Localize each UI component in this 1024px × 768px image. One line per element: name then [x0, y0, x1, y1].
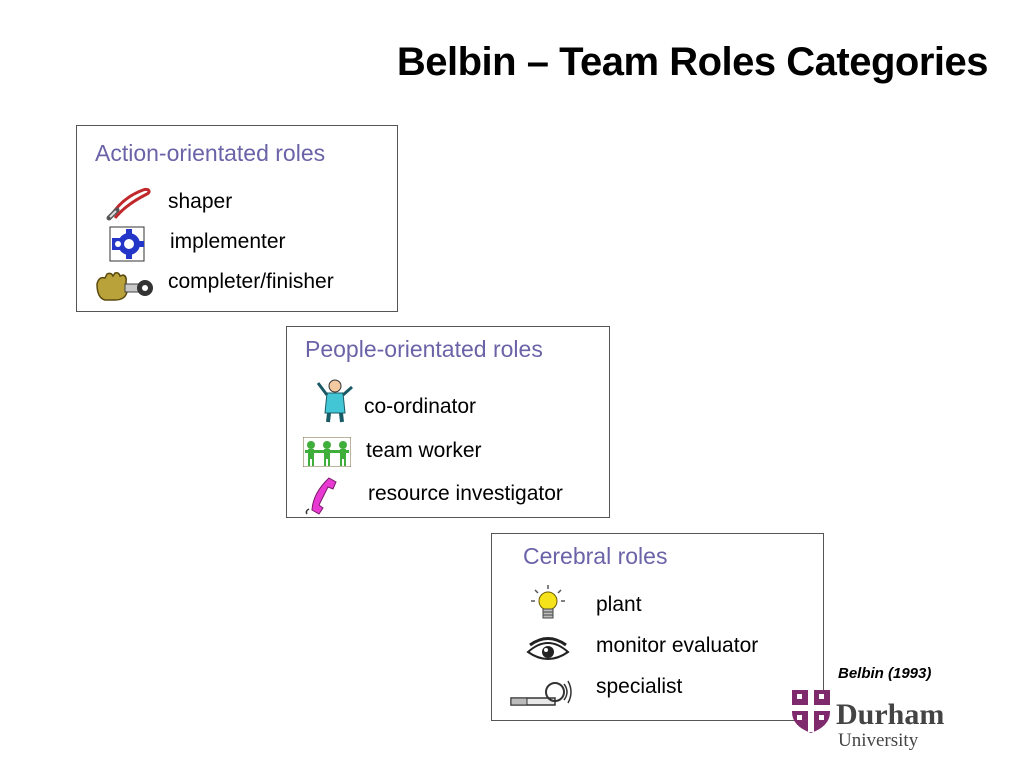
role-co-ordinator: co-ordinator — [364, 395, 477, 418]
role-specialist: specialist — [596, 675, 683, 698]
conductor-icon — [316, 379, 353, 423]
durham-university-logo: Durham University — [790, 686, 970, 752]
people-chain-icon — [303, 437, 351, 467]
spanner-icon — [510, 680, 572, 706]
role-team-worker: team worker — [366, 439, 482, 462]
whip-icon — [106, 188, 151, 221]
role-plant: plant — [596, 593, 642, 616]
people-roles-box: People-orientated roles co-ordinator tea… — [286, 326, 610, 518]
telephone-icon — [305, 477, 337, 515]
role-completer-finisher: completer/finisher — [168, 270, 334, 293]
action-roles-heading: Action-orientated roles — [95, 140, 326, 166]
logo-university: University — [838, 730, 919, 751]
cerebral-roles-box: Cerebral roles plant monitor evaluator s… — [491, 533, 824, 721]
lightbulb-icon — [531, 585, 565, 619]
people-roles-heading: People-orientated roles — [305, 336, 543, 362]
hand-wrench-icon — [96, 272, 153, 301]
gear-icon — [109, 226, 145, 262]
role-implementer: implementer — [170, 230, 286, 253]
role-resource-investigator: resource investigator — [368, 482, 563, 505]
cerebral-roles-heading: Cerebral roles — [523, 543, 668, 569]
citation: Belbin (1993) — [838, 665, 932, 682]
durham-crest-icon — [792, 690, 830, 733]
role-shaper: shaper — [168, 190, 233, 213]
eye-icon — [526, 637, 570, 660]
role-monitor-evaluator: monitor evaluator — [596, 634, 759, 657]
action-roles-box: Action-orientated roles shaper implement… — [76, 125, 398, 312]
slide-title: Belbin – Team Roles Categories — [396, 40, 989, 84]
logo-durham: Durham — [836, 698, 945, 731]
